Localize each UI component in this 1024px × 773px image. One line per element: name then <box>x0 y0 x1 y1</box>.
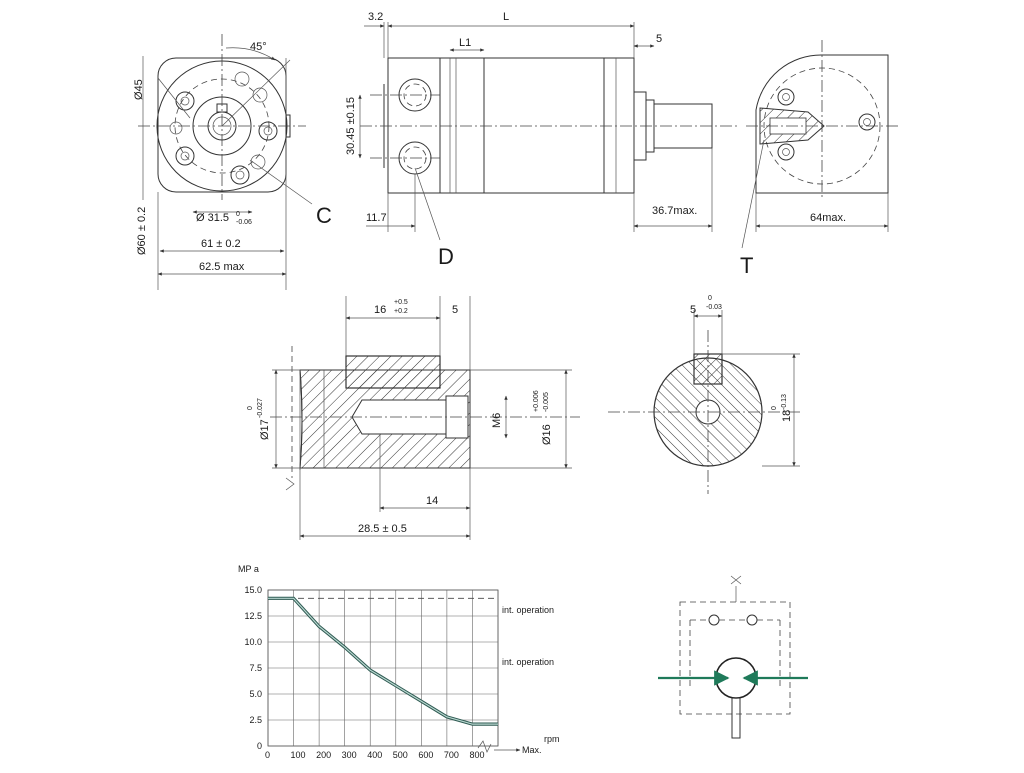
port-block <box>387 57 441 194</box>
shaft-cross-section: 5 0 -0.03 18 0 -0.13 <box>608 295 800 494</box>
mounting-holes <box>169 71 278 185</box>
x-tick-label: 600 <box>418 750 433 760</box>
dim-367-label: 36.7max. <box>652 205 697 217</box>
flange-side <box>603 57 635 194</box>
angle-45-label: 45° <box>250 41 267 53</box>
y-axis-label: MP a <box>238 564 259 574</box>
curve-outline <box>268 596 498 726</box>
x-tick-label: 400 <box>367 750 382 760</box>
svg-text:0: 0 <box>708 295 712 302</box>
dim-5-label: 5 <box>656 33 662 45</box>
motor-shaft <box>731 697 741 739</box>
shaft-key <box>345 355 441 389</box>
hydraulic-symbol <box>658 575 808 739</box>
svg-text:-0.03: -0.03 <box>706 304 722 311</box>
pressure-curve <box>268 597 498 725</box>
label-c: C <box>316 203 332 228</box>
dia-45-label: Ø45 <box>133 79 145 100</box>
svg-text:+0.006: +0.006 <box>533 390 540 412</box>
y-tick-label: 5.0 <box>249 689 262 699</box>
dim-3045-label: 30.45 ±0.15 <box>345 97 357 155</box>
dim-117-label: 11.7 <box>366 212 387 224</box>
dia-17-label: Ø17 <box>259 419 271 440</box>
dim-l-label: L <box>503 11 509 23</box>
thread-m6-label: M6 <box>491 413 503 428</box>
svg-text:+0.5: +0.5 <box>394 299 408 306</box>
svg-text:0: 0 <box>236 211 240 218</box>
front-flange-view: 45° Ø45 Ø60 ± 0.2 Ø 31.5 0 -0.06 61 ± 0.… <box>133 34 332 290</box>
x-tick-label: 100 <box>291 750 306 760</box>
y-tick-label: 10.0 <box>244 637 262 647</box>
dia-16-label: Ø16 <box>541 424 553 445</box>
x-tick-label: 200 <box>316 750 331 760</box>
svg-text:0: 0 <box>771 406 778 410</box>
rear-outline <box>755 54 889 194</box>
x-max-label: Max. <box>522 745 542 755</box>
y-tick-label: 12.5 <box>244 611 262 621</box>
shaft-length-label: 28.5 ± 0.5 <box>358 523 407 535</box>
pressure-speed-chart: 0 100 200 300 400 500 600 700 800 0 2.5 5.0 7.5 10.0 1… <box>238 564 560 760</box>
housing <box>483 57 605 194</box>
dim-3-2-label: 3.2 <box>368 11 383 23</box>
svg-text:-0.13: -0.13 <box>781 394 788 410</box>
side-body-view: 3.2 L L1 5 30.45 ±0.15 11.7 36.7max. D <box>345 11 740 269</box>
x-tick-label: 0 <box>265 750 270 760</box>
dia-60-label: Ø60 ± 0.2 <box>136 207 148 255</box>
y-tick-label: 0 <box>257 741 262 751</box>
svg-text:0: 0 <box>247 406 254 410</box>
svg-text:-0.06: -0.06 <box>236 219 252 226</box>
dim-61-label: 61 ± 0.2 <box>201 238 241 250</box>
label-t: T <box>740 253 753 278</box>
chart-grid <box>267 589 499 747</box>
rear-view: 64max. T <box>740 40 900 278</box>
annotation-2: int. operation <box>502 657 554 667</box>
x-tick-label: 500 <box>393 750 408 760</box>
symbol-boundary <box>679 601 791 715</box>
svg-text:-0.005: -0.005 <box>543 392 550 412</box>
key-offset-label: 5 <box>452 304 458 316</box>
x-tick-label: 800 <box>469 750 484 760</box>
y-tick-label: 15.0 <box>244 585 262 595</box>
key-height-label: 18 <box>781 410 793 422</box>
dim-l1-label: L1 <box>459 37 471 49</box>
y-tick-label: 2.5 <box>249 715 262 725</box>
x-axis-label: rpm <box>544 734 560 744</box>
shaft-section-view: 16 +0.5 +0.2 5 Ø17 0 -0.027 M6 Ø16 +0.00… <box>247 296 580 540</box>
label-d: D <box>438 244 454 269</box>
svg-text:+0.2: +0.2 <box>394 308 408 315</box>
key-width-label: 5 <box>690 304 696 316</box>
annotation-1: int. operation <box>502 605 554 615</box>
x-tick-label: 700 <box>444 750 459 760</box>
body-section <box>439 57 485 194</box>
dia-31-label: Ø 31.5 <box>196 212 229 224</box>
dim-62-label: 62.5 max <box>199 261 245 273</box>
svg-text:-0.027: -0.027 <box>257 398 264 418</box>
y-tick-label: 7.5 <box>249 663 262 673</box>
thread-depth-label: 14 <box>426 495 438 507</box>
dim-64-label: 64max. <box>810 212 846 224</box>
chart-tick-labels: 0 100 200 300 400 500 600 700 800 0 2.5 5.0 7.5 10.0 1… <box>244 585 484 760</box>
key-length-label: 16 <box>374 304 386 316</box>
x-tick-label: 300 <box>342 750 357 760</box>
